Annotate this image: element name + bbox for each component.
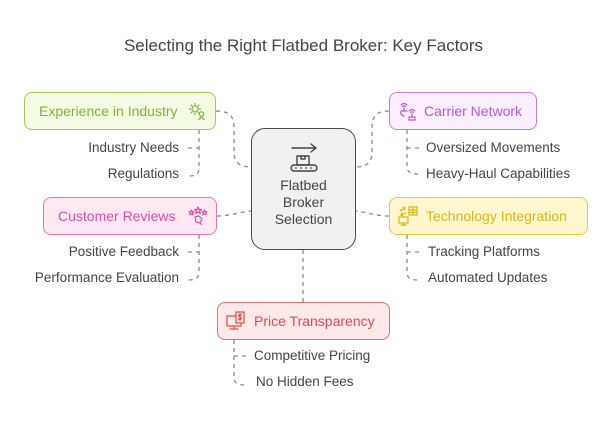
factor-price-node: Price Transparency: [217, 302, 390, 340]
factor-price-subitem: Competitive Pricing: [254, 348, 371, 363]
connector-carrier: [355, 110, 390, 168]
factor-label: Experience in Industry: [39, 103, 178, 119]
connector-price-sub: [233, 340, 246, 386]
connector-carrier-sub: [406, 130, 419, 175]
factor-technology-node: Technology Integration: [389, 197, 588, 235]
connector-customer: [216, 210, 252, 217]
factor-label: Customer Reviews: [58, 208, 176, 224]
factor-carrier-subitem: Oversized Movements: [426, 140, 561, 155]
factor-customer-subitem: Positive Feedback: [68, 244, 179, 259]
monitor-dollar-icon: [226, 311, 245, 330]
connector-technology: [355, 210, 390, 217]
factor-customer-node: Customer Reviews: [43, 197, 217, 235]
central-node: Flatbed Broker Selection: [251, 128, 356, 250]
factor-price-subitem: No Hidden Fees: [256, 374, 354, 389]
factor-technology-subitem: Tracking Platforms: [428, 244, 541, 259]
connector-customer-sub: [187, 235, 200, 281]
factor-experience-subitem: Regulations: [107, 166, 179, 181]
central-label-line: Broker: [282, 194, 325, 210]
connector-experience-sub: [187, 130, 200, 177]
connector-experience: [215, 110, 252, 168]
gear-person-icon: [189, 103, 205, 121]
factor-customer-subitem: Performance Evaluation: [34, 270, 179, 285]
central-node-label: Flatbed Broker Selection: [275, 177, 333, 228]
monitor-sync-table-icon: [398, 206, 418, 226]
antenna-network-icon: [400, 102, 416, 121]
conveyor-box-arrow-icon: [289, 143, 318, 172]
factor-carrier-subitem: Heavy-Haul Capabilities: [426, 166, 571, 181]
stars-hand-icon: [188, 206, 208, 226]
factor-label: Carrier Network: [424, 103, 523, 119]
factor-label: Price Transparency: [254, 313, 375, 329]
factor-technology-subitem: Automated Updates: [428, 270, 548, 285]
factor-experience-subitem: Industry Needs: [88, 140, 179, 155]
central-label-line: Flatbed: [280, 177, 327, 193]
factor-experience-node: Experience in Industry: [24, 92, 216, 130]
factor-label: Technology Integration: [426, 208, 567, 224]
diagram-title: Selecting the Right Flatbed Broker: Key …: [123, 36, 484, 55]
connector-technology-sub: [406, 235, 419, 281]
factor-carrier-node: Carrier Network: [389, 92, 537, 130]
central-label-line: Selection: [274, 211, 333, 227]
